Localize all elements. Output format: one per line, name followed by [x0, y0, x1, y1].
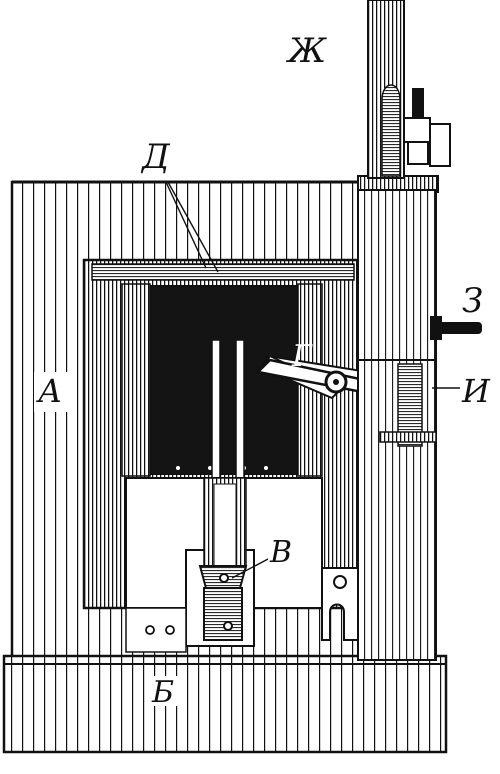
leader-line-v [231, 557, 271, 579]
label-v: В [269, 535, 292, 570]
dark-chamber [149, 285, 299, 475]
right-column [357, 175, 482, 661]
label-d: Д [140, 137, 171, 177]
label-b: Б [151, 675, 174, 710]
label-v-patch [268, 534, 300, 570]
base [2, 654, 448, 754]
base-label-patch [150, 676, 180, 706]
label-a: А [36, 372, 62, 410]
leader-line-d-1 [165, 181, 207, 269]
label-zh: Ж [285, 31, 327, 71]
label-i: И [461, 372, 491, 410]
label-i-patch [460, 372, 494, 408]
label-d-patch [138, 138, 178, 178]
chamber-left-wall [121, 283, 151, 477]
leader-line-d-2 [167, 181, 219, 273]
label-z-patch [460, 282, 494, 322]
sample-holder [198, 477, 248, 641]
hinge-bracket [321, 567, 359, 641]
label-a-patch [34, 372, 68, 412]
label-z: З [462, 281, 483, 321]
top-pipe [367, 0, 451, 179]
label-g: Г [291, 339, 313, 374]
label-zh-patch [286, 30, 338, 72]
